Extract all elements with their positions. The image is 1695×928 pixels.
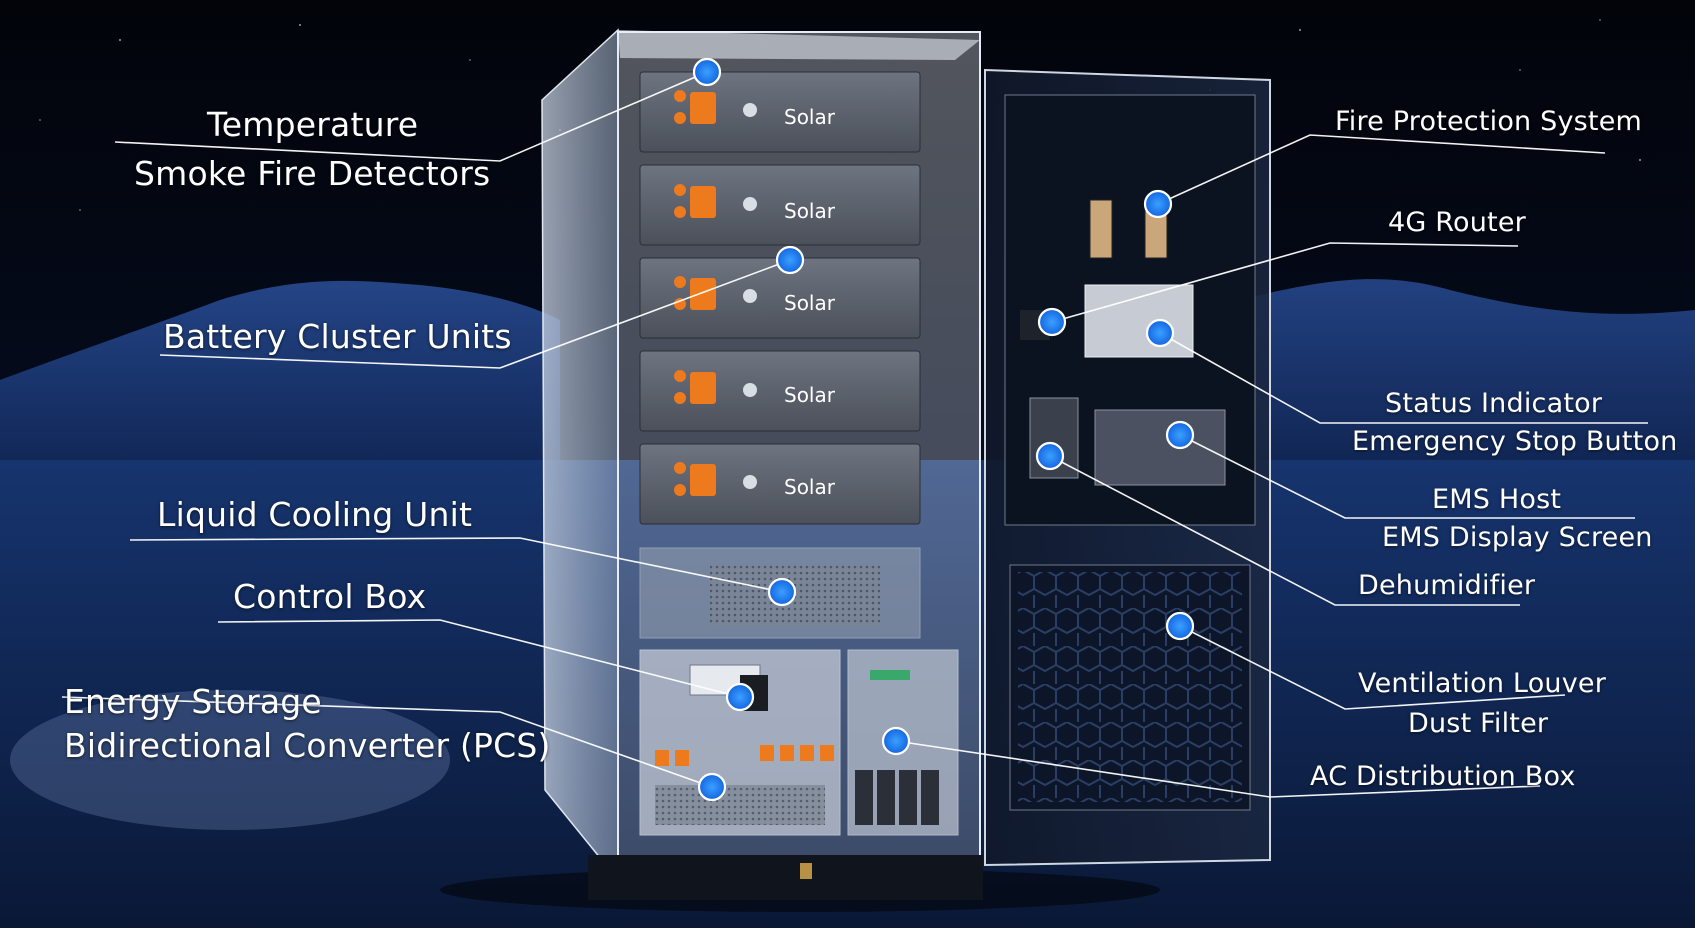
battery-module: Solar (639, 350, 921, 432)
stars (39, 19, 1641, 231)
label-dehumidifier: Dehumidifier (1358, 570, 1536, 601)
label-ac-distribution-box: AC Distribution Box (1310, 761, 1576, 792)
leader-control-box (217, 619, 741, 698)
router-box (1084, 284, 1194, 358)
brand-label: Solar (784, 291, 836, 315)
circle-dot-icon[interactable] (1037, 307, 1067, 337)
leader-battery (159, 259, 791, 369)
pcs-vent (655, 785, 825, 825)
label-smoke-fire-detectors: Smoke Fire Detectors (134, 154, 491, 193)
label-dust-filter: Dust Filter (1408, 708, 1549, 739)
brand-label: Solar (784, 383, 836, 407)
cabinet-base (588, 855, 983, 900)
label-temperature: Temperature (207, 105, 419, 144)
ac-breakers (855, 770, 939, 825)
mountains (0, 280, 560, 500)
battery-module: Solar (639, 443, 921, 525)
green-terminal-strip (870, 670, 910, 680)
leader-temperature (114, 71, 708, 162)
leader-ac (895, 740, 1541, 798)
battery-module: Solar (639, 71, 921, 153)
label-bidirectional-converter: Bidirectional Converter (PCS) (64, 726, 551, 765)
label-4g-router: 4G Router (1388, 207, 1526, 238)
circle-dot-icon[interactable] (767, 577, 797, 607)
label-ventilation-louver: Ventilation Louver (1358, 668, 1607, 699)
battery-modules: Solar Solar Solar Solar (639, 71, 921, 525)
leader-ems (1179, 434, 1635, 519)
brand-label: Solar (784, 105, 836, 129)
label-ems-display-screen: EMS Display Screen (1382, 522, 1653, 553)
circle-dot-icon[interactable] (725, 682, 755, 712)
cabinet-side-panel (541, 28, 619, 883)
label-fire-protection-system: Fire Protection System (1335, 106, 1643, 137)
callout-dots (692, 57, 1195, 802)
label-emergency-stop-button: Emergency Stop Button (1352, 426, 1678, 457)
circle-dot-icon[interactable] (1143, 189, 1173, 219)
floor-reflection (10, 690, 450, 830)
leader-cooling (129, 537, 783, 593)
circle-dot-icon[interactable] (1145, 318, 1175, 348)
circle-dot-icon[interactable] (697, 772, 727, 802)
label-energy-storage: Energy Storage (64, 682, 322, 721)
circle-dot-icon[interactable] (1165, 611, 1195, 641)
leader-status (1159, 332, 1648, 424)
label-control-box: Control Box (233, 577, 427, 616)
dust-filter (1018, 572, 1242, 802)
circle-dot-icon[interactable] (1035, 441, 1065, 471)
pcs-terminals (655, 745, 834, 766)
leader-lines (61, 71, 1648, 798)
circle-dot-icon[interactable] (881, 726, 911, 756)
leader-pcs (61, 696, 713, 788)
battery-module: Solar (639, 164, 921, 246)
leader-router (1051, 242, 1519, 323)
brand-label: Solar (784, 475, 836, 499)
circle-dot-icon[interactable] (775, 245, 805, 275)
brand-label: Solar (784, 199, 836, 223)
label-status-indicator: Status Indicator (1385, 388, 1603, 419)
mountains-right (1240, 279, 1695, 500)
base-lock (800, 863, 812, 879)
leader-fire (1157, 134, 1606, 205)
label-battery-cluster-units: Battery Cluster Units (163, 317, 512, 356)
label-liquid-cooling-unit: Liquid Cooling Unit (157, 495, 473, 534)
leader-ventilation (1179, 625, 1566, 710)
circle-dot-icon[interactable] (1165, 420, 1195, 450)
circle-dot-icon[interactable] (692, 57, 722, 87)
label-ems-host: EMS Host (1432, 484, 1562, 515)
battery-module: Solar (639, 257, 921, 339)
leader-dehumidifier (1049, 455, 1520, 606)
fire-cylinder-left (1089, 199, 1113, 259)
